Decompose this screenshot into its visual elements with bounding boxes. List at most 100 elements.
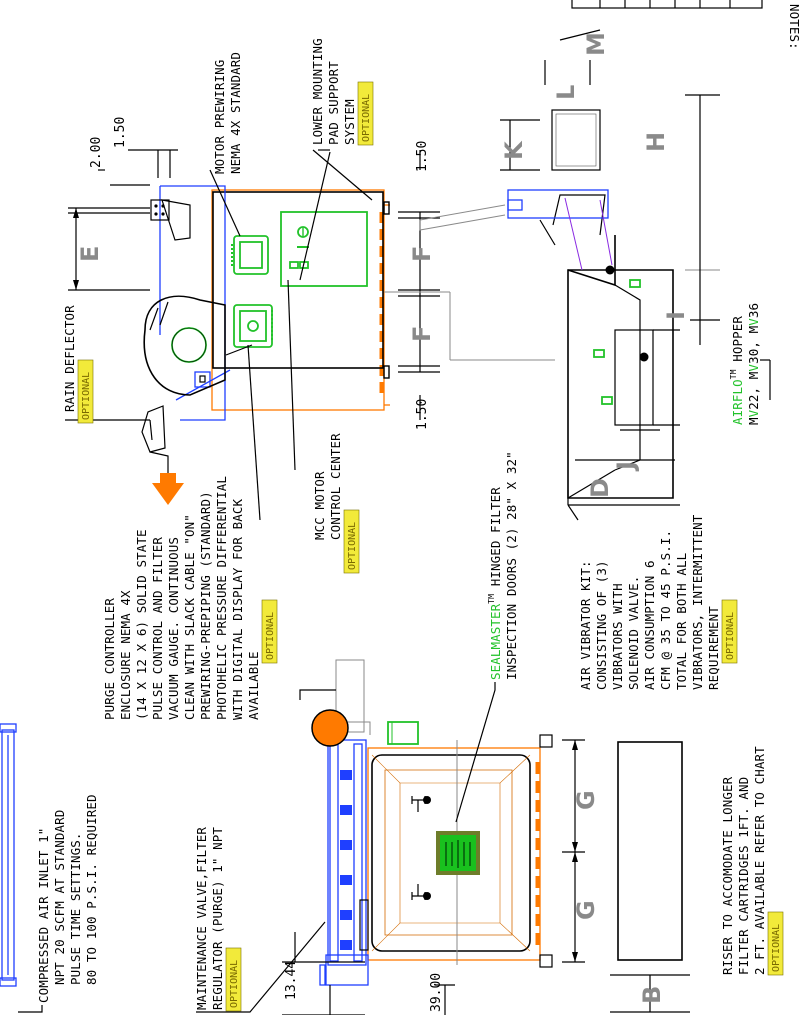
purge-line-1: PURGE CONTROLLER: [102, 598, 117, 720]
dim-lines-top: [68, 149, 555, 420]
purge-line-10: AVAILABLE: [246, 651, 261, 720]
air-vibrator-line-5: AIR CONSUMPTION 6: [642, 560, 657, 690]
purge-line-8: PHOTOHELIC PRESSURE DIFFERENTIAL: [214, 476, 229, 720]
dim-1-50-right: 1.50: [415, 141, 430, 172]
sealmaster-tm: TM: [487, 594, 496, 604]
dim-label-l: L: [552, 85, 580, 100]
dim-lines-side: [282, 739, 585, 1015]
callout-air-vibrator: AIR VIBRATOR KIT: CONSISTING OF (3) VIBR…: [567, 504, 738, 690]
airflo-brand: AIRFLO: [730, 379, 745, 425]
dim-label-f-2: F: [408, 326, 436, 342]
optional-text-air-vibrator: OPTIONAL: [725, 612, 736, 660]
optional-badge-air-vibrator: [721, 599, 738, 664]
optional-badge-riser: [767, 911, 784, 976]
dim-label-m: M: [582, 32, 610, 56]
notes-label: NOTES:: [787, 4, 799, 50]
dim-label-i: I: [662, 311, 690, 320]
dim-label-j: J: [612, 461, 640, 472]
riser-line-1: RISER TO ACCOMODATE LONGER: [720, 776, 735, 975]
compressed-air-line-2: NPT 20 SCFM AT STANDARD: [52, 810, 67, 985]
callout-mcc: MCC MOTOR CONTROL CENTER OPTIONAL: [312, 433, 360, 574]
side-view-housing: [367, 734, 553, 968]
air-vibrator-line-9: REQUIREMENT: [706, 606, 721, 690]
dim-label-h: H: [642, 132, 670, 152]
top-view-housing: [150, 185, 390, 421]
air-vibrator-line-7: TOTAL FOR BOTH ALL: [674, 553, 689, 690]
callout-airflo: AIRFLOTM HOPPER MV22, MV30, MV36: [729, 303, 761, 425]
airflow-arrow-icon: [152, 483, 184, 505]
callout-maintenance-valve: MAINTENANCE VALVE,FILTER REGULATOR (PURG…: [194, 827, 326, 1013]
dim-label-b: B: [638, 986, 666, 1004]
purge-line-2: ENCLOSURE NEMA 4X: [118, 590, 133, 720]
dim-1-50-left: 1.50: [415, 399, 430, 430]
callout-lower-mounting: LOWER MOUNTING PAD SUPPORT SYSTEM OPTION…: [310, 38, 374, 146]
manifold-pipe: [319, 739, 369, 986]
lower-mounting-line-1: LOWER MOUNTING: [310, 38, 325, 145]
air-vibrator-line-1: AIR VIBRATOR KIT:: [578, 560, 593, 690]
riser-line-3: 2 FT. AVAILABLE REFER TO CHART: [752, 746, 767, 975]
purge-line-7: PREWIRING-PREPIPING (STANDARD): [198, 491, 213, 720]
optional-text-lower-mounting: OPTIONAL: [361, 94, 372, 142]
pad-lower: [383, 365, 390, 379]
dim-label-e: E: [76, 246, 104, 262]
optional-text-purge: OPTIONAL: [265, 612, 276, 660]
purge-line-5: VACUUM GAUGE. CONTINUOUS: [166, 537, 181, 720]
mcc-line-1: MCC MOTOR: [312, 471, 327, 540]
sealmaster-line-2: INSPECTION DOORS (2) 28" X 32": [504, 451, 519, 680]
airflow-arrow-stem: [160, 473, 176, 483]
dim-13-44: 13.44: [284, 961, 299, 1000]
rain-deflector-label: RAIN DEFLECTOR: [62, 305, 77, 412]
dim-label-k: K: [500, 140, 528, 160]
callout-sealmaster: SEALMASTERTM HINGED FILTER INSPECTION DO…: [455, 451, 519, 823]
dim-1-50-top: 1.50: [113, 117, 128, 148]
air-vibrator-line-2: CONSISTING OF (3): [594, 560, 609, 690]
lower-mounting-line-2: PAD SUPPORT: [326, 61, 341, 145]
air-vibrator-line-8: VIBRATORS, INTERMITTENT: [690, 514, 705, 690]
pad-upper: [383, 201, 390, 215]
dim-39-00: 39.00: [429, 973, 444, 1012]
sealmaster-brand: SEALMASTER: [488, 603, 503, 680]
lower-mounting-line-3: SYSTEM: [342, 99, 357, 145]
optional-badge-purge: [261, 599, 278, 664]
optional-badge-maintenance: [225, 947, 242, 1012]
hopper-view: [419, 109, 680, 499]
mcc-box: [280, 211, 368, 287]
compressed-air-header: [0, 723, 17, 987]
maintenance-line-2: REGULATOR (PURGE) 1" NPT: [210, 827, 225, 1010]
rain-deflector: [141, 405, 169, 480]
purge-piping: [299, 659, 419, 951]
compressed-air-line-1: COMPRESSED AIR INLET 1": [36, 828, 51, 1003]
optional-text-riser: OPTIONAL: [771, 924, 782, 972]
leaders-top: [65, 149, 373, 521]
purge-line-6: CLEAN WITH SLACK CABLE "ON": [182, 514, 197, 720]
dim-label-d: D: [586, 478, 614, 498]
motor-prewiring-line-1: MOTOR PREWIRING: [212, 60, 227, 174]
dim-label-g-2: G: [572, 900, 600, 920]
door-latches: [411, 796, 431, 900]
airflo-tm: TM: [729, 369, 738, 379]
mcc-line-2: CONTROL CENTER: [328, 433, 343, 540]
sealmaster-line-1: SEALMASTERTM HINGED FILTER: [487, 487, 503, 680]
callout-purge-controller: PURGE CONTROLLER ENCLOSURE NEMA 4X (14 X…: [102, 476, 278, 720]
airflo-line-1: AIRFLOTM HOPPER: [729, 316, 745, 425]
optional-text-rain-deflector: OPTIONAL: [81, 372, 92, 420]
motor-prewiring-box: [231, 235, 269, 275]
compressed-air-line-3: PULSE TIME SETTINGS.: [68, 832, 83, 985]
airflo-rest: HOPPER: [730, 316, 745, 370]
air-vibrator-line-3: VIBRATORS WITH: [610, 583, 625, 690]
air-vibrator-line-6: CFM @ 35 TO 45 P.S.I.: [658, 530, 673, 690]
riser-line-2: FILTER CARTRIDGES 1FT. AND: [736, 777, 751, 975]
hopper-models: MV22, MV30, MV36: [746, 303, 761, 425]
riser-box: [610, 741, 690, 1013]
air-vibrator-line-4: SOLENOID VALVE.: [626, 576, 641, 690]
dim-label-f-1: F: [408, 246, 436, 262]
optional-badge-lower-mounting: [357, 81, 374, 146]
dim-2-00: 2.00: [89, 137, 104, 168]
sealmaster-logo-icon: [436, 831, 480, 875]
optional-badge-mcc: [343, 509, 360, 574]
title-block-fragment: [571, 0, 763, 9]
compressed-air-line-4: 80 TO 100 P.S.I. REQUIRED: [84, 794, 99, 985]
callout-rain-deflector: RAIN DEFLECTOR OPTIONAL: [62, 305, 94, 424]
dim-lines-hopper: [500, 29, 771, 506]
